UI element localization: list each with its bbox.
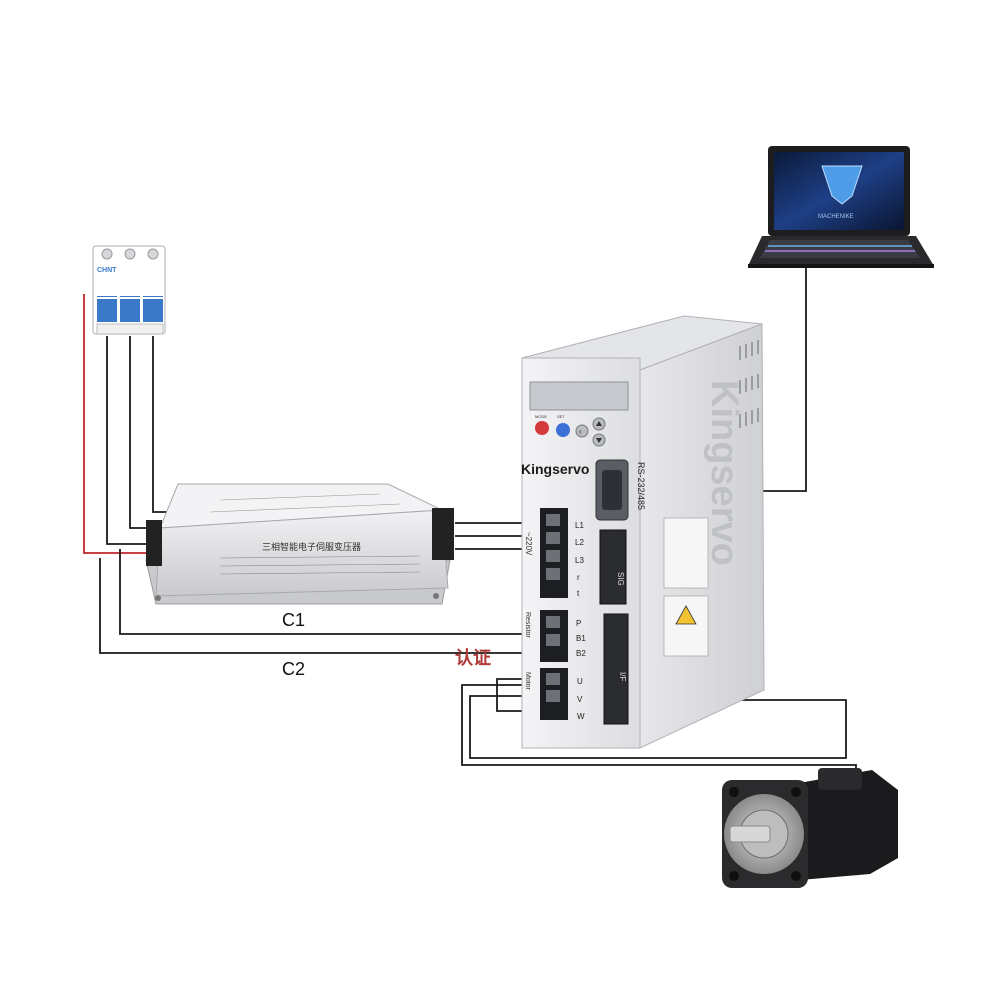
wire-breaker-l2 <box>129 336 160 529</box>
wire-breaker-l3 <box>152 336 170 513</box>
term-l3: L3 <box>575 556 584 565</box>
sig-label: SIG <box>616 572 625 586</box>
term-u: U <box>577 677 583 686</box>
breaker-toggle <box>97 296 117 322</box>
down-arrow-icon <box>596 438 602 443</box>
power-ac-label: ~220V <box>524 532 533 556</box>
drive-side-sticker <box>663 517 709 589</box>
mount-hole-icon <box>791 871 801 881</box>
servo-transformer: 三相智能电子伺服变压器 <box>145 483 454 605</box>
laptop-screen-text: MACHENIKE <box>818 214 854 220</box>
wires <box>83 266 857 770</box>
warning-icon <box>675 605 697 625</box>
wire-breaker-l1 <box>106 336 150 545</box>
wire-red <box>83 294 148 554</box>
term-r: r <box>577 573 580 582</box>
breaker-brand: CHNT <box>97 267 117 274</box>
transformer-front <box>155 509 449 597</box>
term-b1: B1 <box>576 634 586 643</box>
transformer-terminal-right <box>432 508 454 560</box>
breaker-toggle <box>143 296 163 322</box>
term-l2: L2 <box>575 538 584 547</box>
servo-motor <box>722 768 898 888</box>
circuit-breaker: CHNT <box>92 245 166 335</box>
io-port <box>603 613 629 725</box>
motor-shaft <box>729 825 771 843</box>
term-p: P <box>576 619 581 628</box>
wire-motor-inner <box>469 695 847 759</box>
term-v: V <box>577 695 583 704</box>
wire-c1 <box>119 549 545 635</box>
drive-vents <box>739 340 759 428</box>
drive-side-sticker <box>663 595 709 657</box>
left-arrow-button <box>575 424 589 438</box>
label-c1: C1 <box>282 610 305 630</box>
svg-text:‹: ‹ <box>579 427 582 436</box>
mount-hole-icon <box>433 593 439 599</box>
drive-side-brand: Kingservo <box>703 380 745 566</box>
motor-connector <box>818 768 862 790</box>
wire-motor-u <box>496 678 540 712</box>
set-button <box>556 423 570 437</box>
mode-button-label: MODE <box>535 414 547 419</box>
mount-hole-icon <box>729 787 739 797</box>
motor-label: Motor <box>524 672 531 691</box>
breaker-toggle <box>120 296 140 322</box>
io-label: I/F <box>618 672 627 681</box>
wire-motor-loop <box>461 684 857 770</box>
laptop-logo-icon <box>821 165 863 205</box>
mount-hole-icon <box>729 871 739 881</box>
term-t: t <box>577 589 580 598</box>
breaker-screw-icon <box>124 248 136 260</box>
breaker-screw-icon <box>101 248 113 260</box>
sig-port <box>599 529 627 605</box>
label-cert: 认证 <box>455 647 491 668</box>
drive-brand: Kingservo <box>521 461 589 477</box>
mode-button <box>535 421 549 435</box>
label-c2: C2 <box>282 659 305 679</box>
transformer-title: 三相智能电子伺服变压器 <box>262 541 361 552</box>
set-button-label: SET <box>557 414 565 419</box>
laptop-keyboard <box>760 240 920 258</box>
up-arrow-icon <box>596 421 602 426</box>
rs232-label: RS-232/485 <box>636 462 646 510</box>
term-w: W <box>577 712 585 721</box>
mount-hole-icon <box>155 595 161 601</box>
wire-c2 <box>99 558 545 654</box>
term-b2: B2 <box>576 649 586 658</box>
term-l1: L1 <box>575 521 584 530</box>
resistor-label: Resistor <box>524 612 531 638</box>
mount-hole-icon <box>791 787 801 797</box>
laptop: MACHENIKE <box>748 146 934 268</box>
servo-drive: Kingservo MODE SET ‹ Kingservo RS-232/48… <box>521 315 765 749</box>
transformer-terminal-left <box>146 520 162 566</box>
breaker-base <box>96 323 164 335</box>
drive-display <box>529 381 629 411</box>
breaker-screw-icon <box>147 248 159 260</box>
